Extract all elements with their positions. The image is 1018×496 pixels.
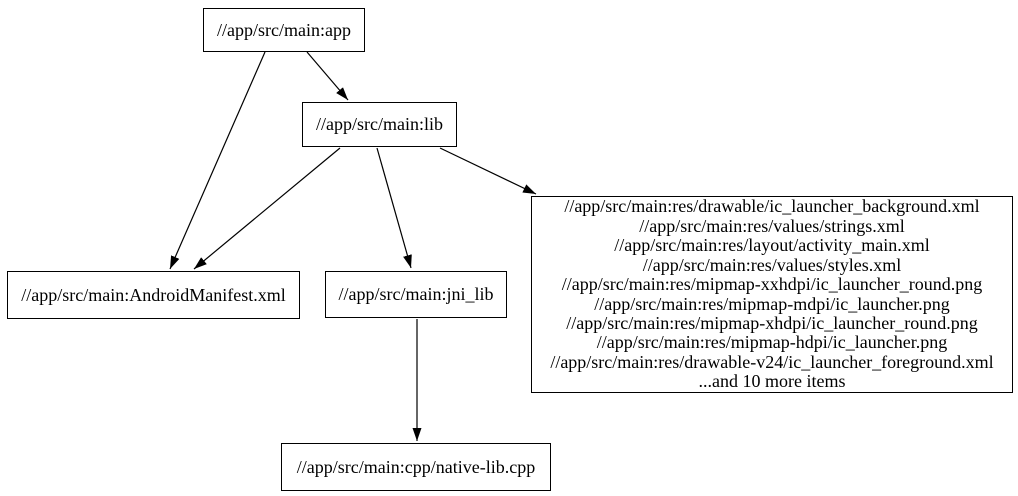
resource-line: //app/src/main:res/layout/activity_main.…	[614, 235, 930, 256]
node-label-app: //app/src/main:app	[217, 19, 351, 40]
graph-node-jni-lib: //app/src/main:jni_lib	[325, 271, 507, 318]
resource-line: //app/src/main:res/mipmap-xxhdpi/ic_laun…	[561, 274, 983, 295]
node-label-jni-lib: //app/src/main:jni_lib	[338, 284, 494, 304]
resource-line: //app/src/main:res/values/strings.xml	[639, 215, 905, 236]
graph-node-native-lib-cpp: //app/src/main:cpp/native-lib.cpp	[281, 443, 551, 491]
edge-lib-to-jni-lib	[376, 147, 412, 269]
resource-line: //app/src/main:res/values/styles.xml	[642, 254, 902, 275]
graph-node-lib: //app/src/main:lib	[302, 102, 457, 147]
edge-lib-to-manifest	[193, 147, 341, 270]
edge-app-to-lib	[306, 51, 349, 101]
resource-line-more-items: ...and 10 more items	[698, 371, 846, 392]
graph-node-app: //app/src/main:app	[203, 8, 365, 52]
edge-app-to-manifest	[169, 51, 266, 270]
resource-line: //app/src/main:res/mipmap-hdpi/ic_launch…	[596, 332, 948, 353]
graph-node-androidmanifest: //app/src/main:AndroidManifest.xml	[7, 271, 300, 319]
resource-line: //app/src/main:res/drawable-v24/ic_launc…	[550, 351, 994, 372]
resource-line: //app/src/main:res/mipmap-xhdpi/ic_launc…	[566, 312, 978, 333]
node-label-native-lib-cpp: //app/src/main:cpp/native-lib.cpp	[296, 456, 536, 477]
node-label-androidmanifest: //app/src/main:AndroidManifest.xml	[21, 284, 286, 305]
resource-line: //app/src/main:res/mipmap-mdpi/ic_launch…	[594, 293, 950, 314]
edge-lib-to-resources	[439, 147, 537, 195]
resource-line: //app/src/main:res/drawable/ic_launcher_…	[564, 196, 980, 217]
graph-node-resources: //app/src/main:res/drawable/ic_launcher_…	[531, 196, 1013, 393]
node-label-lib: //app/src/main:lib	[316, 114, 443, 134]
